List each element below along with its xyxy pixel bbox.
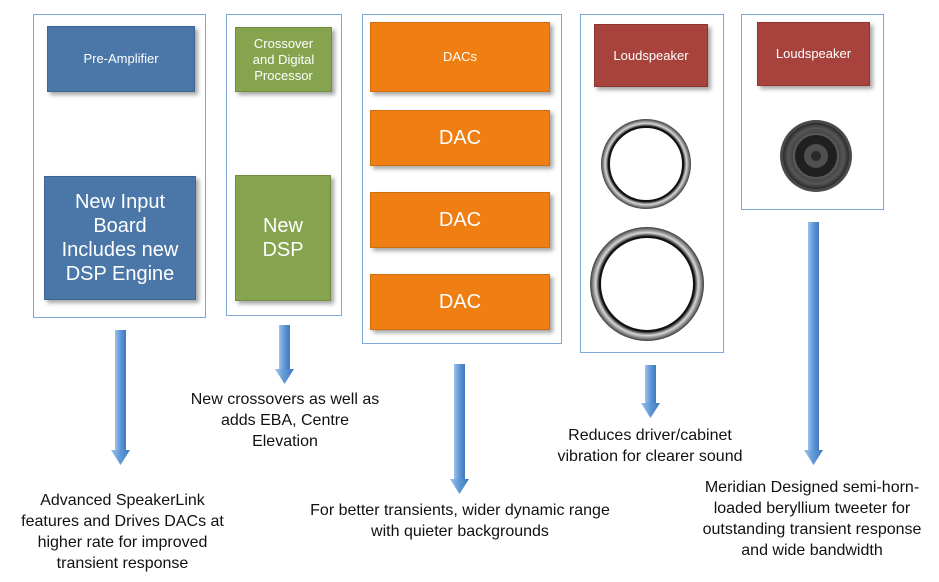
caption-line: Elevation — [252, 433, 318, 450]
woofer-driver-icon — [590, 227, 704, 341]
dac-label: DAC — [438, 291, 482, 313]
caption-line: Reduces driver/cabinet — [568, 427, 732, 444]
new-dsp-line: New — [262, 215, 303, 237]
preamp-header-label: Pre-Amplifier — [83, 51, 159, 66]
caption-line: and wide bandwidth — [741, 542, 883, 559]
caption-line: outstanding transient response — [702, 521, 922, 538]
crossover-header: Crossover and Digital Processor — [235, 27, 332, 92]
caption-line: Meridian Designed semi-horn- — [704, 479, 920, 496]
loudspeaker-header: Loudspeaker — [594, 24, 708, 87]
tweeter-caption: Meridian Designed semi-horn- loaded bery… — [685, 477, 939, 561]
caption-line: adds EBA, Centre — [220, 412, 350, 429]
caption-line: higher rate for improved — [37, 534, 208, 551]
crossover-header-line: and Digital — [252, 51, 315, 67]
dacs-header-label: DACs — [443, 49, 477, 64]
input-board-line: Board — [93, 215, 147, 237]
crossover-header-line: Processor — [254, 67, 313, 83]
input-board-line: New Input — [74, 191, 166, 213]
dac-label: DAC — [438, 127, 482, 149]
crossover-caption: New crossovers as well as adds EBA, Cent… — [170, 389, 400, 452]
preamp-caption: Advanced SpeakerLink features and Drives… — [0, 490, 245, 574]
caption-line: features and Drives DACs at — [21, 513, 224, 530]
preamp-header: Pre-Amplifier — [47, 26, 195, 92]
crossover-arrow-icon — [275, 325, 294, 384]
new-dsp-block: New DSP — [235, 175, 331, 301]
caption-line: Advanced SpeakerLink — [40, 492, 205, 509]
new-dsp-line: DSP — [262, 239, 304, 261]
loudspeaker-arrow-icon — [641, 365, 660, 418]
caption-line: transient response — [56, 555, 189, 572]
dacs-arrow-icon — [450, 364, 469, 494]
preamp-arrow-icon — [111, 330, 130, 465]
loudspeaker-header-label: Loudspeaker — [613, 47, 689, 63]
dac-block: DAC — [370, 274, 550, 330]
caption-line: vibration for clearer sound — [557, 448, 743, 465]
dac-block: DAC — [370, 192, 550, 248]
dac-label: DAC — [438, 209, 482, 231]
crossover-header-line: Crossover — [253, 35, 314, 51]
caption-line: loaded beryllium tweeter for — [713, 500, 911, 517]
dac-block: DAC — [370, 110, 550, 166]
dacs-header: DACs — [370, 22, 550, 92]
new-input-board-block: New Input Board Includes new DSP Engine — [44, 176, 196, 300]
loudspeaker-caption: Reduces driver/cabinet vibration for cle… — [530, 425, 770, 467]
input-board-line: Includes new — [61, 239, 179, 261]
tweeter-driver-icon — [780, 120, 852, 192]
tweeter-header-label: Loudspeaker — [775, 46, 852, 61]
input-board-line: DSP Engine — [65, 263, 175, 285]
tweeter-header: Loudspeaker — [757, 22, 870, 86]
tweeter-arrow-icon — [804, 222, 823, 465]
dacs-caption: For better transients, wider dynamic ran… — [270, 500, 650, 542]
caption-line: For better transients, wider dynamic ran… — [310, 502, 610, 519]
midrange-driver-icon — [601, 119, 691, 209]
caption-line: with quieter backgrounds — [371, 523, 549, 540]
caption-line: New crossovers as well as — [190, 391, 380, 408]
